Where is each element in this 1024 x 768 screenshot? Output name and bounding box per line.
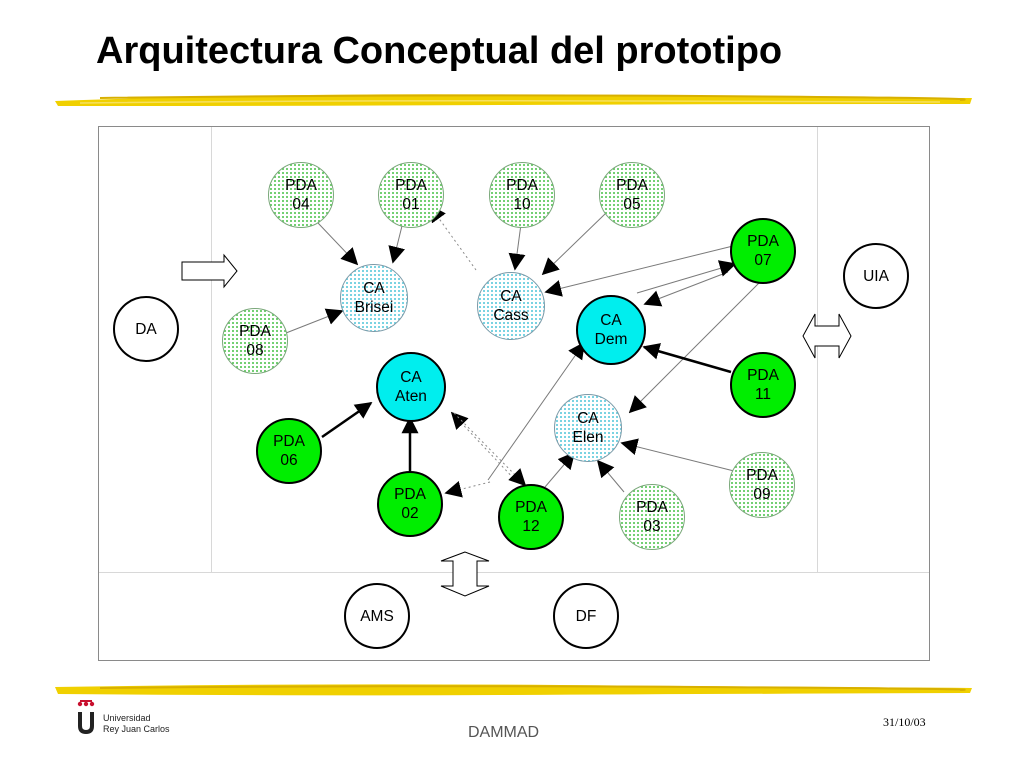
edge-pda03-elen [596,459,625,493]
node-label: CA [363,280,385,297]
node-label: Brisei [354,299,394,316]
node-pda-03: PDA 03 [619,484,685,550]
node-label: PDA [273,433,305,450]
university-name-line1: Universidad [103,713,151,723]
edge-to-dem-diagonal [487,341,585,481]
node-label: PDA [515,499,547,516]
university-name: Universidad Rey Juan Carlos [103,713,170,735]
node-df: DF [553,583,619,649]
node-label: AMS [360,607,394,625]
footer-center-text: DAMMAD [468,724,540,741]
bottom-panel-divider [99,572,929,573]
edge-cass-pda01 [429,204,477,271]
edge-pda07-cass [544,245,734,297]
edge-dem-pda07 [636,260,737,294]
node-pda-04: PDA 04 [268,162,334,228]
node-label: PDA [394,486,426,503]
node-pda-12: PDA 12 [498,484,564,550]
node-label: 02 [401,505,419,522]
edge-pda12-aten [450,411,518,483]
node-pda-11: PDA 11 [730,352,796,418]
node-label: Dem [594,331,628,348]
node-pda-10: PDA 10 [489,162,555,228]
node-ca-brisei: CA Brisei [340,264,408,332]
bottom-brush-stroke [55,684,972,696]
node-pda-06: PDA 06 [256,418,322,484]
node-label: PDA [506,177,538,194]
node-label: 05 [623,196,641,213]
node-label: 10 [513,196,531,213]
edge-pda07-dem [643,271,729,307]
node-pda-05: PDA 05 [599,162,665,228]
edge-pda10-cass [508,223,526,271]
edge-to-elen-diagonal [628,280,762,414]
node-label: CA [500,288,522,305]
node-label: PDA [239,323,271,340]
node-pda-07: PDA 07 [730,218,796,284]
node-label: 04 [292,196,310,213]
node-label: PDA [395,177,427,194]
horizontal-double-arrow-icon [802,313,852,359]
edge-pda06-aten [321,401,373,439]
edge-pda09-elen [620,438,735,472]
node-label: PDA [285,177,317,194]
edge-pda11-dem [642,343,732,374]
node-ca-aten: CA Aten [376,352,446,422]
node-pda-09: PDA 09 [729,452,795,518]
edge-aten-pda12 [453,412,527,487]
node-pda-02: PDA 02 [377,471,443,537]
node-label: 09 [753,486,771,503]
node-ca-dem: CA Dem [576,295,646,365]
footer-date: 31/10/03 [883,715,926,729]
node-label: DF [575,607,597,625]
node-label: PDA [636,499,668,516]
node-label: PDA [616,177,648,194]
node-ca-cass: CA Cass [477,272,545,340]
edge-pda02-feedback [444,481,491,498]
node-label: 03 [643,518,661,535]
node-label: CA [577,410,599,427]
node-ams: AMS [344,583,410,649]
university-name-line2: Rey Juan Carlos [103,724,170,734]
edge-pda01-brisei [388,221,405,264]
node-label: PDA [746,467,778,484]
left-panel-divider [211,127,212,572]
right-panel-divider [817,127,818,572]
edge-pda05-cass [541,213,606,276]
node-label: CA [600,312,622,329]
node-label: Elen [572,429,604,446]
node-label: 07 [754,252,772,269]
right-block-arrow-icon [181,253,238,289]
top-brush-stroke [55,94,972,106]
node-label: 01 [402,196,420,213]
node-da: DA [113,296,179,362]
node-uia: UIA [843,243,909,309]
vertical-double-arrow-icon [440,551,490,597]
node-label: 12 [522,518,540,535]
diagram-frame [98,126,930,661]
node-pda-01: PDA 01 [378,162,444,228]
node-label: DA [135,320,157,338]
node-pda-08: PDA 08 [222,308,288,374]
node-label: CA [400,369,422,386]
edge-pda04-brisei [317,222,359,266]
node-label: 11 [754,386,772,403]
node-label: PDA [747,233,779,250]
node-label: UIA [863,267,889,285]
edge-pda08-brisei [285,308,344,334]
university-logo-icon [77,700,95,734]
node-label: 08 [246,342,264,359]
page-title: Arquitectura Conceptual del prototipo [96,30,783,72]
node-label: PDA [747,367,779,384]
node-label: 06 [280,452,298,469]
node-ca-elen: CA Elen [554,394,622,462]
node-label: Cass [493,307,529,324]
node-label: Aten [395,388,427,405]
edge-pda12-elen [544,451,576,488]
